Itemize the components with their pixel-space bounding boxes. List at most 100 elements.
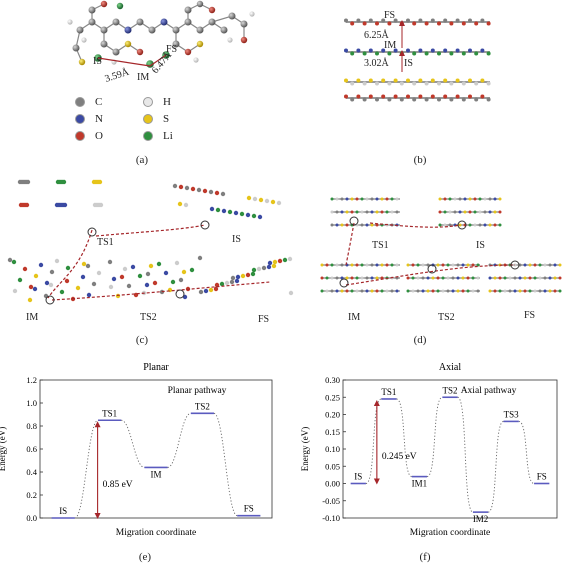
legend-item-s: S <box>143 113 169 125</box>
pathway-connector <box>426 396 443 478</box>
panel-label-e: (e) <box>138 551 152 563</box>
chart-subtitle: Axial pathway <box>461 386 517 396</box>
atoms-a <box>67 0 255 68</box>
pathway-connector <box>396 398 413 478</box>
chart-title: Planar <box>143 362 169 373</box>
pathway-connector <box>487 420 504 513</box>
legend-swatch <box>75 114 85 124</box>
label-fs-d: FS <box>524 310 535 321</box>
arrow-head-top <box>94 421 101 428</box>
state-label: TS2 <box>195 401 210 411</box>
state-label: IM <box>151 469 162 479</box>
y-axis-label: Energy (eV) <box>0 427 7 472</box>
chart-subtitle: Planar pathway <box>168 386 227 396</box>
legend-item-o: O <box>75 130 103 142</box>
state-label: FS <box>537 472 547 482</box>
legend-swatch <box>143 114 153 124</box>
pathway-connector <box>213 412 238 517</box>
pathway-connector <box>167 412 192 468</box>
y-tick-label: 0.00 <box>325 479 340 489</box>
panel-a-structure: IS IM FS 3.59Å 6.47Å <box>67 0 255 85</box>
label-is-b: IS <box>404 58 413 69</box>
arrow-head-bottom <box>94 513 101 519</box>
y-tick-label: -0.05 <box>322 496 340 506</box>
panel-d-structure: TS1 IS IM TS2 FS <box>320 197 562 323</box>
y-tick-label: -0.10 <box>322 513 340 523</box>
distance-3-59: 3.59Å <box>103 66 131 85</box>
pathway-connector <box>121 419 145 468</box>
legend-symbol: C <box>95 96 103 108</box>
label-ts1-c: TS1 <box>97 237 114 248</box>
label-ts2-d: TS2 <box>438 312 455 323</box>
y-tick-label: 1.0 <box>26 398 37 408</box>
y-tick-label: 0.15 <box>325 427 340 437</box>
arrow-head-top <box>373 399 380 406</box>
legend-item-c: C <box>75 96 102 108</box>
legend-symbol: S <box>163 113 170 125</box>
panel-b-structure: FS IM IS 6.25Å 3.02Å <box>344 10 491 102</box>
state-label: TS1 <box>381 387 396 397</box>
legend-item-h: H <box>143 96 171 108</box>
legend-item-li: Li <box>143 130 173 142</box>
label-ts2-c: TS2 <box>140 312 157 323</box>
label-fs-a: FS <box>166 44 177 55</box>
label-im-c: IM <box>26 312 38 323</box>
label-is-a: IS <box>93 56 102 67</box>
x-axis-label: Migration coordinate <box>410 528 490 538</box>
y-tick-label: 0.6 <box>26 444 37 454</box>
y-tick-label: 0.2 <box>26 490 37 500</box>
label-im-b: IM <box>384 40 396 51</box>
y-tick-label: 0.05 <box>325 461 340 471</box>
state-label: TS1 <box>102 408 117 418</box>
x-axis-label: Migration coordinate <box>116 528 196 538</box>
legend-swatch <box>143 131 153 141</box>
distance-6-25: 6.25Å <box>364 29 390 41</box>
panel-label-f: (f) <box>419 551 431 563</box>
panel-label-c: (c) <box>135 334 149 346</box>
y-axis-label: Energy (eV) <box>300 427 310 472</box>
label-im-d: IM <box>348 312 360 323</box>
pathway-connector <box>457 396 474 513</box>
y-tick-label: 0.4 <box>26 467 37 477</box>
y-tick-label: 0.30 <box>325 375 340 385</box>
legend-swatch <box>75 131 85 141</box>
y-tick-label: 0.10 <box>325 444 340 454</box>
distance-3-02: 3.02Å <box>364 57 390 69</box>
arrow-head-bottom <box>373 478 380 485</box>
state-label: TS2 <box>442 385 457 395</box>
plot-frame <box>39 379 273 519</box>
pathway-connector <box>365 398 382 484</box>
barrier-value: 0.245 eV <box>382 452 417 462</box>
panel-label-b: (b) <box>413 154 427 166</box>
panel-label-a: (a) <box>135 154 149 166</box>
label-fs-b: FS <box>384 10 395 21</box>
label-is-d: IS <box>476 240 485 251</box>
legend-swatch <box>75 97 85 107</box>
pathway-connector <box>74 419 99 519</box>
molecule-a <box>75 3 245 63</box>
panel-c-structure: TS1 IS IM TS2 FS <box>7 179 294 325</box>
y-tick-label: 1.2 <box>26 375 37 385</box>
label-fs-c: FS <box>258 314 269 325</box>
atom-legend: C H N S O Li <box>75 96 215 146</box>
distance-markers-a <box>97 54 167 67</box>
y-tick-label: 0.8 <box>26 421 37 431</box>
plot-frame <box>342 379 558 519</box>
state-label: IS <box>59 506 67 516</box>
state-label: TS3 <box>504 409 520 419</box>
state-label: IM1 <box>412 479 428 489</box>
legend-swatch <box>143 97 153 107</box>
label-im-a: IM <box>137 72 149 83</box>
pathway-connector <box>518 420 535 484</box>
label-is-c: IS <box>232 234 241 245</box>
legend-item-n: N <box>75 113 103 125</box>
label-ts1-d: TS1 <box>372 240 389 251</box>
y-tick-label: 0.20 <box>325 410 340 420</box>
barrier-value: 0.85 eV <box>103 480 133 490</box>
y-tick-label: 0.0 <box>26 513 37 523</box>
state-label: FS <box>244 504 254 514</box>
state-label: IM2 <box>473 514 489 524</box>
legend-symbol: H <box>163 96 171 108</box>
